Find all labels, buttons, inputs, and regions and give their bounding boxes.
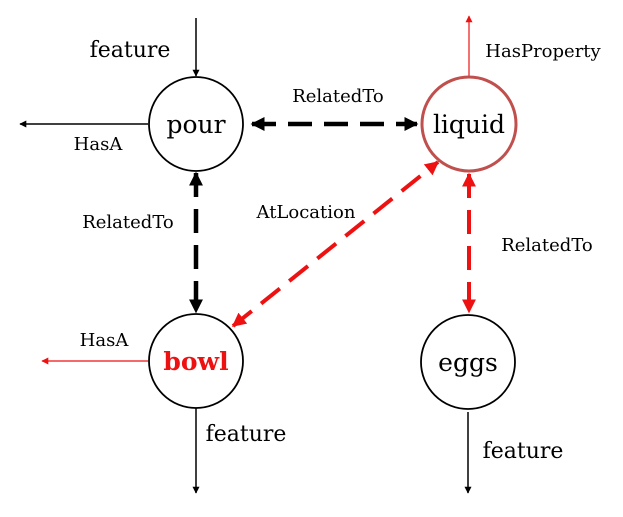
label-pour-hasa: HasA [74,134,124,155]
node-liquid-label: liquid [433,110,505,139]
node-bowl: bowl [148,313,244,409]
label-pour-liquid: RelatedTo [292,86,384,107]
label-bowl-feature: feature [206,422,287,447]
node-eggs-label: eggs [438,348,498,377]
node-eggs: eggs [420,314,516,410]
label-bowl-liquid: AtLocation [256,202,356,223]
node-pour: pour [148,76,244,172]
label-liquid-hasproperty: HasProperty [485,41,601,62]
label-eggs-feature: feature [483,439,564,464]
label-bowl-hasa: HasA [80,330,130,351]
label-pour-feature: feature [90,38,171,63]
node-liquid: liquid [420,75,518,173]
label-pour-bowl: RelatedTo [82,212,174,233]
node-bowl-label: bowl [163,347,228,376]
edge-bowl-liquid [231,160,440,328]
node-pour-label: pour [166,110,225,139]
label-liquid-eggs: RelatedTo [501,235,593,256]
